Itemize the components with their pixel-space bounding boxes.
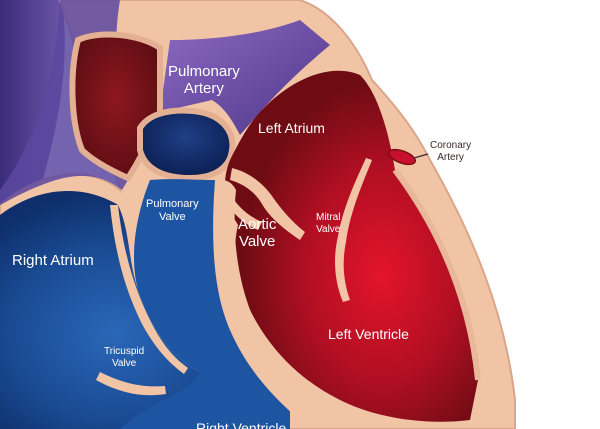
ventricle-wall-line — [392, 168, 481, 381]
left-ventricle-label: Left Ventricle — [328, 326, 409, 342]
pulmonary-artery-shape — [160, 20, 330, 135]
right-atrium-label: Right Atrium — [12, 252, 94, 269]
coronary-artery-label: Coronary Artery — [430, 140, 472, 163]
left-atrium-label: Left Atrium — [258, 120, 325, 136]
aortic-valve-leaflet — [230, 168, 305, 240]
tricuspid-chord — [110, 205, 188, 374]
right-ventricle-label: Right Ventricle — [196, 420, 287, 429]
right-ventricle-shape — [120, 179, 290, 429]
tricuspid-valve-label: Tricuspid Valve — [104, 346, 145, 369]
mitral-valve-leaflet — [335, 158, 372, 302]
pulmonary-valve-label: Pulmonary Valve — [146, 198, 199, 223]
septum-shape — [213, 179, 318, 420]
pulmonary-valve-bulb — [137, 107, 236, 182]
pulmonary-artery-label: Pulmonary Artery — [168, 63, 240, 98]
aortic-valve-label: Aortic Valve — [238, 216, 277, 251]
tricuspid-valve-leaflet — [96, 372, 166, 396]
mitral-valve-label: Mitral Valve — [316, 212, 341, 235]
aortic-valve-leaflet-2 — [222, 190, 262, 230]
coronary-artery-vessel — [387, 148, 429, 166]
left-heart-chamber-shape — [224, 70, 478, 422]
